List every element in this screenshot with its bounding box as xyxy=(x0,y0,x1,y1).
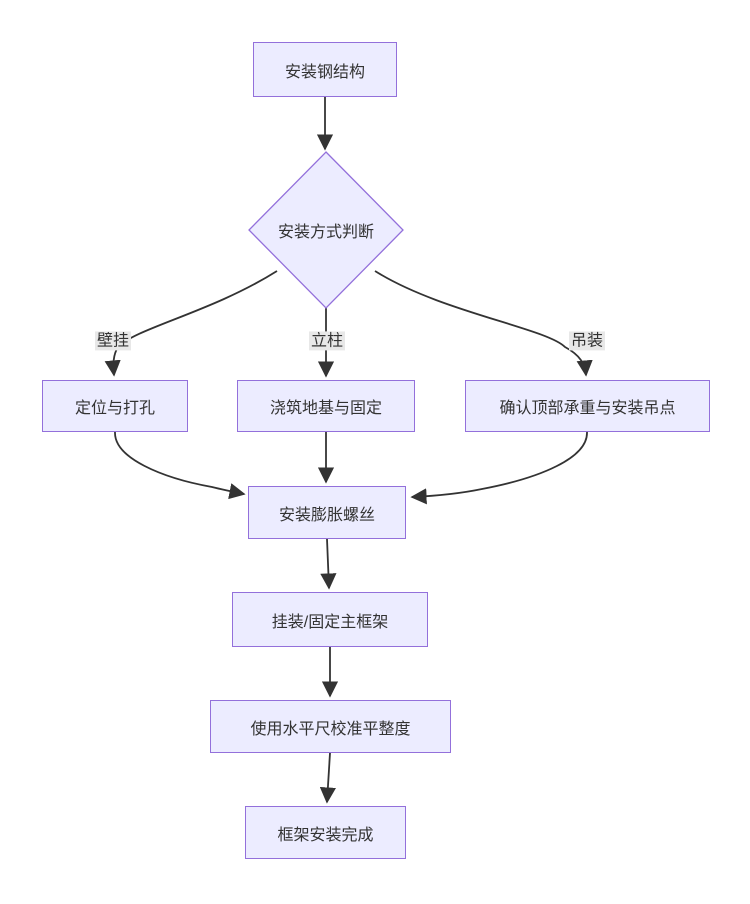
node-confirm-load-label: 确认顶部承重与安装吊点 xyxy=(499,400,676,417)
node-expansion-bolts: 安装膨胀螺丝 xyxy=(248,486,406,539)
node-install-steel: 安装钢结构 xyxy=(253,42,397,97)
node-frame-done: 框架安装完成 xyxy=(245,806,406,859)
node-mount-frame-label: 挂装/固定主框架 xyxy=(271,613,389,631)
node-method-decision-label: 安装方式判断 xyxy=(277,224,375,241)
node-confirm-load: 确认顶部承重与安装吊点 xyxy=(465,380,710,432)
node-locate-drill-label: 定位与打孔 xyxy=(74,400,155,417)
edge-level-to-done xyxy=(319,752,336,804)
edge-decision-to-confirm xyxy=(374,270,593,377)
node-pour-foundation: 浇筑地基与固定 xyxy=(237,380,415,432)
node-locate-drill: 定位与打孔 xyxy=(42,380,188,432)
node-frame-done-label: 框架安装完成 xyxy=(277,826,374,844)
edge-bolts-to-frame xyxy=(320,538,337,590)
node-install-steel-label: 安装钢结构 xyxy=(284,63,365,81)
edge-label-wall-mount: 壁挂 xyxy=(94,331,132,351)
edge-decision-to-locate xyxy=(104,270,278,377)
edge-confirm-to-bolts xyxy=(410,431,588,505)
edge-label-column: 立柱 xyxy=(308,331,346,351)
decision-diamond-shape xyxy=(248,151,404,309)
edge-label-hoist: 吊装 xyxy=(568,331,606,351)
node-pour-foundation-label: 浇筑地基与固定 xyxy=(269,400,382,417)
node-expansion-bolts-label: 安装膨胀螺丝 xyxy=(278,506,375,524)
edge-locate-to-bolts xyxy=(114,431,246,500)
node-level-check: 使用水平尺校准平整度 xyxy=(210,700,451,753)
node-mount-frame: 挂装/固定主框架 xyxy=(232,592,428,647)
node-level-check-label: 使用水平尺校准平整度 xyxy=(250,720,411,738)
